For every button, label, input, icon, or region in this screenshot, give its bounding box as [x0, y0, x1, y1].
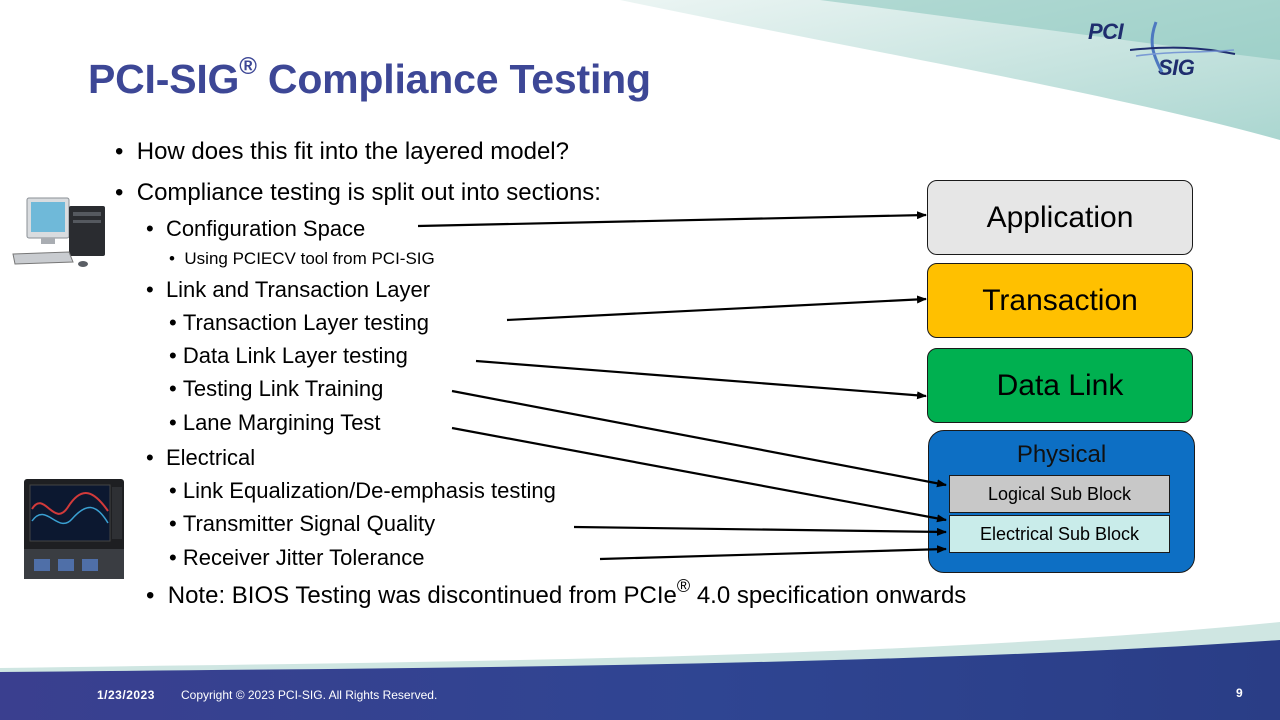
layer-label: Data Link — [996, 368, 1124, 402]
bullet-text: Using PCIECV tool from PCI-SIG — [184, 249, 435, 268]
bullet-glyph: • — [146, 445, 154, 470]
layer-transaction: Transaction — [927, 263, 1193, 338]
bullet-text: Data Link Layer testing — [182, 343, 408, 368]
pci-sig-logo-icon — [1130, 21, 1236, 73]
bullet-link-equalization: • Link Equalization/De-emphasis testing — [169, 478, 556, 504]
bullet-text: Note: BIOS Testing was discontinued from… — [167, 582, 677, 609]
bullet-glyph: • — [169, 343, 177, 368]
bullet-text: How does this fit into the layered model… — [136, 138, 569, 165]
bullet-glyph: • — [146, 216, 154, 241]
bullet-glyph: • — [115, 138, 124, 165]
desktop-computer-icon — [12, 197, 105, 267]
layer-label: Transaction — [982, 283, 1138, 317]
bullet-text: Testing Link Training — [182, 376, 384, 401]
bullet-text: Receiver Jitter Tolerance — [182, 545, 425, 570]
bullet-text: Lane Margining Test — [182, 410, 381, 435]
bullet-link-transaction-layer: • Link and Transaction Layer — [146, 277, 430, 303]
electrical-sub-block: Electrical Sub Block — [949, 515, 1170, 553]
bullet-text: Compliance testing is split out into sec… — [136, 179, 601, 206]
bullet-text: Transmitter Signal Quality — [182, 511, 436, 536]
bullet-glyph: • — [169, 511, 177, 536]
pci-sig-logo-sig: SIG — [1158, 55, 1195, 80]
bullet-lane-margining-test: • Lane Margining Test — [169, 410, 381, 436]
bullet-pciecv: • Using PCIECV tool from PCI-SIG — [169, 249, 435, 269]
bullet-text: Electrical — [165, 445, 256, 470]
registered-mark: ® — [676, 576, 691, 596]
bullet-glyph: • — [169, 478, 177, 503]
footer-copyright: Copyright © 2023 PCI-SIG. All Rights Res… — [181, 688, 438, 702]
bullet-testing-link-training: • Testing Link Training — [169, 376, 383, 402]
pci-sig-logo-pci: PCI — [1088, 19, 1124, 44]
bullet-glyph: • — [169, 545, 177, 570]
sub-block-label: Electrical Sub Block — [979, 523, 1140, 544]
bullet-transmitter-signal-quality: • Transmitter Signal Quality — [169, 511, 435, 537]
bullet-text: Transaction Layer testing — [182, 310, 430, 335]
layer-label: Application — [986, 200, 1134, 234]
bullet-text: Configuration Space — [165, 216, 366, 241]
bullet-layered-model: • How does this fit into the layered mod… — [115, 138, 569, 166]
bullet-glyph: • — [146, 277, 154, 302]
layer-application: Application — [927, 180, 1193, 255]
bullet-text: Link Equalization/De-emphasis testing — [182, 478, 556, 503]
bullet-glyph: • — [169, 310, 177, 335]
layer-data-link: Data Link — [927, 348, 1193, 423]
logical-sub-block: Logical Sub Block — [949, 475, 1170, 513]
bullet-glyph: • — [169, 249, 175, 268]
bullet-data-link-layer-testing: • Data Link Layer testing — [169, 343, 408, 369]
bullet-glyph: • — [169, 376, 177, 401]
oscilloscope-icon — [24, 479, 124, 579]
bullet-text-end: 4.0 specification onwards — [690, 582, 967, 609]
bullet-electrical: • Electrical — [146, 445, 255, 471]
page-number: 9 — [1236, 686, 1243, 700]
bullet-receiver-jitter-tolerance: • Receiver Jitter Tolerance — [169, 545, 425, 571]
bullet-glyph: • — [115, 179, 124, 206]
bullet-glyph: • — [146, 582, 155, 609]
bullet-compliance-sections: • Compliance testing is split out into s… — [115, 179, 601, 207]
footer-date: 1/23/2023 — [97, 688, 155, 702]
layer-physical-label: Physical — [1016, 441, 1107, 468]
bullet-configuration-space: • Configuration Space — [146, 216, 365, 242]
bullet-bios-note: • Note: BIOS Testing was discontinued fr… — [146, 576, 967, 610]
page-title: PCI-SIG® Compliance Testing — [88, 53, 651, 102]
bullet-text: Link and Transaction Layer — [165, 277, 431, 302]
sub-block-label: Logical Sub Block — [987, 483, 1132, 504]
bullet-transaction-layer-testing: • Transaction Layer testing — [169, 310, 429, 336]
bullet-glyph: • — [169, 410, 177, 435]
